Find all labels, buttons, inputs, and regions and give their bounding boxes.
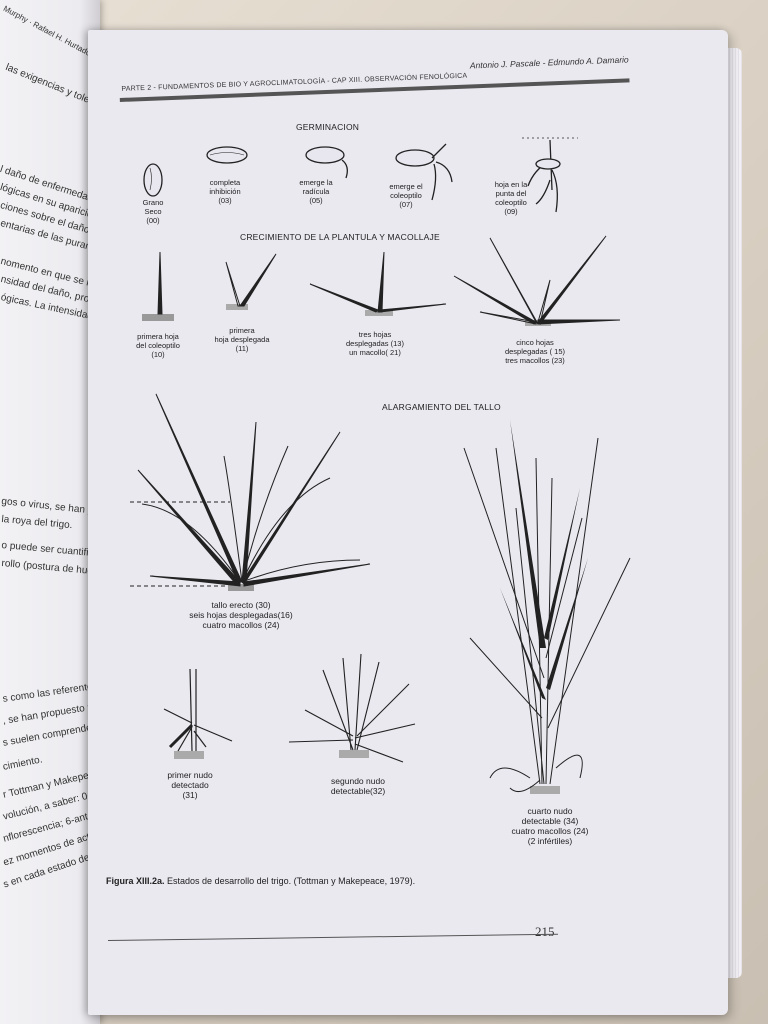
label-stage-30: tallo erecto (30) seis hojas desplegadas… (189, 600, 293, 630)
plant-stage-34-illustration (463, 420, 631, 794)
germination-illustrations (143, 137, 578, 213)
label-stage-13: tres hojas desplegadas (13) un macollo( … (346, 330, 404, 357)
left-page-line: cimiento. (2, 754, 44, 773)
label-stage-03: completa inhibición (03) (209, 178, 241, 205)
label-stage-10: primera hoja del coleoptilo (10) (136, 332, 180, 359)
section-title-germination: GERMINACION (296, 122, 360, 132)
figure-caption-text: Estados de desarrollo del trigo. (Tottma… (164, 876, 416, 886)
page-number: 215 (535, 924, 555, 939)
label-stage-34: cuarto nudo detectable (34) cuatro macol… (511, 806, 589, 846)
label-stage-11: primera hoja desplegada (11) (214, 326, 270, 353)
label-stage-31: primer nudo detectado (31) (167, 770, 213, 800)
figure-caption-label: Figura XIII.2a. (106, 876, 165, 886)
plant-stage-31-illustration (163, 668, 233, 759)
left-page-line: o puede ser cuantificado (1, 540, 100, 561)
plant-stage-30-illustration (130, 393, 371, 591)
right-page (88, 30, 728, 1015)
left-page-line: las exigencias y tolera (3, 62, 100, 110)
plant-stage-32-illustration (288, 653, 416, 763)
left-page-line: la roya del trigo. (1, 514, 73, 532)
left-page-line: rollo (postura de huevos, (1, 558, 100, 579)
figure-caption: Figura XIII.2a. Estados de desarrollo de… (106, 876, 415, 886)
section-title-seedling: CRECIMIENTO DE LA PLANTULA Y MACOLLAJE (240, 232, 440, 242)
label-stage-15: cinco hojas desplegadas ( 15) tres macol… (504, 338, 566, 365)
section-title-stem: ALARGAMIENTO DEL TALLO (382, 402, 501, 412)
label-stage-00: Grano Seco (00) (142, 198, 164, 225)
left-page-line: s como las referentes a (2, 679, 100, 705)
label-stage-05: emerge la radícula (05) (299, 178, 333, 205)
left-page: Murphy · Rafael H. Hurtado las exigencia… (0, 0, 100, 1024)
label-stage-09: hoja en la punta del coleoptilo (09) (494, 180, 528, 216)
left-page-header: Murphy · Rafael H. Hurtado (1, 4, 93, 58)
seedling-illustrations (142, 235, 621, 326)
label-stage-07: emerge el coleoptilo (07) (389, 182, 423, 209)
running-head-authors: Antonio J. Pascale - Edmundo A. Damario (469, 54, 629, 71)
label-stage-32: segundo nudo detectable(32) (330, 776, 386, 796)
